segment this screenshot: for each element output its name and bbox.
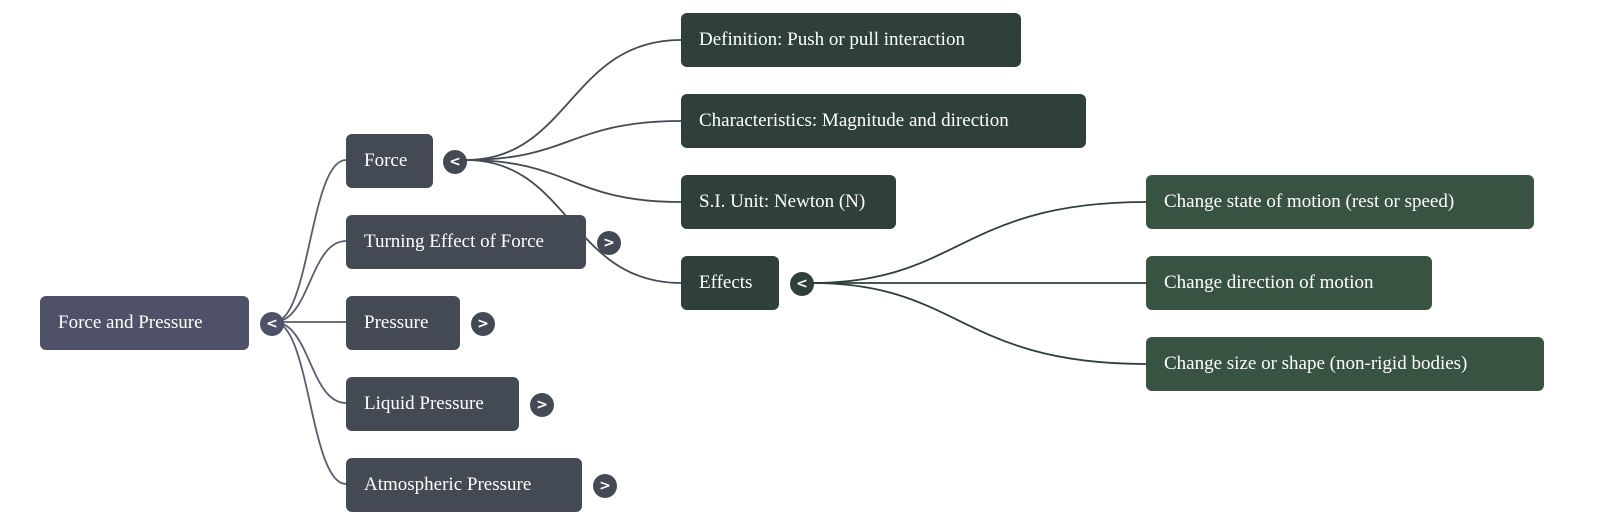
collapse-root-toggle[interactable]: <: [260, 312, 284, 336]
node-force[interactable]: Force: [346, 134, 433, 188]
expand-liquid-pressure-toggle[interactable]: >: [530, 393, 554, 417]
node-change-direction-of-motion[interactable]: Change direction of motion: [1146, 256, 1432, 310]
node-liquid-pressure[interactable]: Liquid Pressure: [346, 377, 519, 431]
node-pressure[interactable]: Pressure: [346, 296, 460, 350]
node-definition[interactable]: Definition: Push or pull interaction: [681, 13, 1021, 67]
expand-atmospheric-pressure-toggle[interactable]: >: [593, 474, 617, 498]
expand-turning-effect-toggle[interactable]: >: [597, 231, 621, 255]
node-effects[interactable]: Effects: [681, 256, 779, 310]
link-root-force: [273, 159, 347, 323]
node-atmospheric-pressure[interactable]: Atmospheric Pressure: [346, 458, 582, 512]
node-si-unit[interactable]: S.I. Unit: Newton (N): [681, 175, 896, 229]
link-root-turning: [273, 240, 347, 323]
link-force-si-unit: [465, 159, 682, 203]
node-turning-effect-of-force[interactable]: Turning Effect of Force: [346, 215, 586, 269]
link-root-liquid: [273, 321, 347, 404]
node-characteristics[interactable]: Characteristics: Magnitude and direction: [681, 94, 1086, 148]
link-force-definition: [465, 39, 682, 161]
node-change-state-of-motion[interactable]: Change state of motion (rest or speed): [1146, 175, 1534, 229]
node-change-size-or-shape[interactable]: Change size or shape (non-rigid bodies): [1146, 337, 1544, 391]
link-force-characteristics: [465, 120, 682, 161]
node-force-and-pressure[interactable]: Force and Pressure: [40, 296, 249, 350]
link-root-atmospheric: [273, 321, 347, 485]
collapse-effects-toggle[interactable]: <: [790, 272, 814, 296]
link-effects-state: [811, 201, 1147, 284]
link-effects-shape: [811, 282, 1147, 365]
collapse-force-toggle[interactable]: <: [443, 150, 467, 174]
expand-pressure-toggle[interactable]: >: [471, 312, 495, 336]
